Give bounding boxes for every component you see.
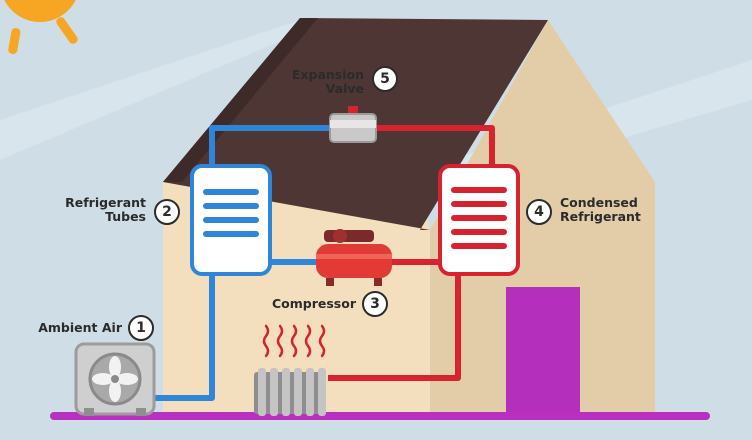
- label-refrigerant-tubes: Refrigerant Tubes: [28, 196, 146, 224]
- valve-icon: [329, 106, 377, 143]
- step-badge-2: 2: [154, 199, 180, 225]
- hot-refrigerant-pipe: [328, 125, 495, 381]
- label-line: Tubes: [105, 209, 146, 224]
- compressor-icon: [316, 229, 392, 286]
- label-ambient-air: Ambient Air: [14, 321, 122, 335]
- ground-line: [50, 412, 710, 420]
- fan-icon: [74, 342, 156, 416]
- label-line: Refrigerant: [560, 209, 641, 224]
- label-line: Ambient Air: [38, 320, 122, 335]
- heat-waves-icon: [262, 324, 326, 358]
- door: [506, 287, 580, 418]
- roof-front-edge: [163, 18, 318, 182]
- label-compressor: Compressor: [250, 297, 356, 311]
- label-expansion-valve: Expansion Valve: [248, 68, 364, 96]
- label-condensed-refrigerant: Condensed Refrigerant: [560, 196, 680, 224]
- label-line: Valve: [325, 81, 364, 96]
- label-line: Refrigerant: [65, 195, 146, 210]
- evaporator-coil-icon: [190, 164, 272, 276]
- step-badge-4: 4: [526, 199, 552, 225]
- label-line: Condensed: [560, 195, 638, 210]
- radiator-icon: [254, 368, 326, 416]
- step-badge-1: 1: [128, 315, 154, 341]
- step-badge-5: 5: [372, 66, 398, 92]
- label-line: Expansion: [291, 67, 364, 82]
- condenser-coil-icon: [438, 164, 520, 276]
- step-badge-3: 3: [362, 291, 388, 317]
- cold-refrigerant-pipe: [140, 125, 332, 401]
- label-line: Compressor: [271, 296, 356, 311]
- sun-icon: [4, 0, 78, 55]
